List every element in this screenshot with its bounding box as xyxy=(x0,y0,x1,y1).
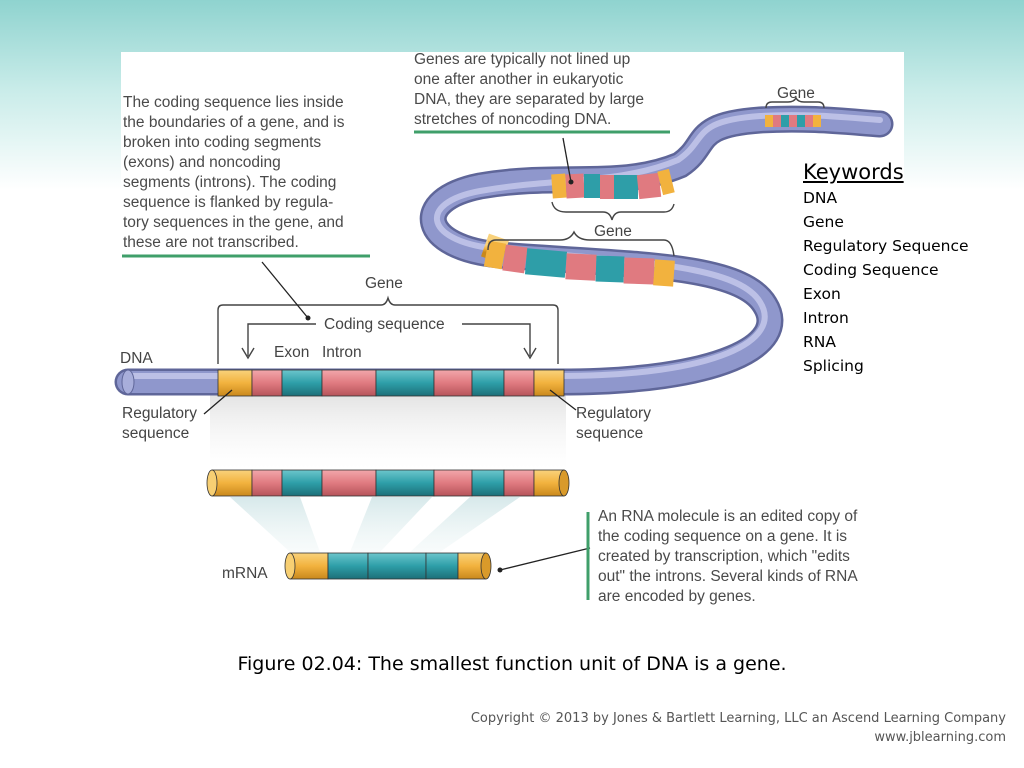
intron-segment xyxy=(251,369,283,397)
intron-segment xyxy=(321,369,377,397)
intron-segment xyxy=(433,369,473,397)
keywords-panel: Keywords DNA Gene Regulatory Sequence Co… xyxy=(803,160,969,378)
keyword-item: Regulatory Sequence xyxy=(803,237,969,255)
note-genes-separated: Genes are typically not lined up one aft… xyxy=(414,51,645,128)
splice-beam xyxy=(350,497,432,552)
regulatory-right-label-1: Regulatory xyxy=(576,405,651,422)
gene-bracket-main xyxy=(217,295,559,364)
gene-bracket-middle xyxy=(487,230,675,257)
leader-lines xyxy=(203,137,591,571)
note-rna-molecule: An RNA molecule is an edited copy of the… xyxy=(598,508,858,605)
regulatory-left-label-1: Regulatory xyxy=(122,405,197,422)
transcription-shade xyxy=(210,384,566,470)
gene-label-middle: Gene xyxy=(594,223,632,240)
keyword-item: Intron xyxy=(803,309,849,327)
gene-segments-main xyxy=(217,369,565,397)
keyword-item: Coding Sequence xyxy=(803,261,939,279)
note-rules xyxy=(122,130,670,600)
exon-segment xyxy=(375,369,435,397)
arrow-left-head xyxy=(241,347,255,360)
regulatory-segment-right xyxy=(533,369,565,397)
gene-label-main: Gene xyxy=(365,275,403,292)
publisher-url: www.jblearning.com xyxy=(874,730,1006,745)
splice-beam xyxy=(410,497,520,552)
exon-segment xyxy=(471,369,505,397)
gene-bracket-upper xyxy=(551,201,675,221)
dna-label: DNA xyxy=(120,350,153,367)
keyword-item: Exon xyxy=(803,285,841,303)
coding-bracket-right xyxy=(462,323,531,356)
coding-bracket-left xyxy=(247,323,316,356)
regulatory-segment-left xyxy=(217,369,253,397)
dna-strand xyxy=(114,105,894,396)
figure-caption: Figure 02.04: The smallest function unit… xyxy=(237,653,787,675)
note-coding-sequence: The coding sequence lies inside the boun… xyxy=(123,94,345,251)
brackets xyxy=(217,96,825,364)
exon-segment xyxy=(281,369,323,397)
copyright-notice: Copyright © 2013 by Jones & Bartlett Lea… xyxy=(471,709,1006,747)
keyword-item: DNA xyxy=(803,189,838,207)
mrna-strand xyxy=(284,552,492,580)
arrow-right-head xyxy=(523,347,537,360)
mrna-label: mRNA xyxy=(222,565,268,582)
keyword-item: RNA xyxy=(803,333,836,351)
gene-segments-top xyxy=(765,115,821,127)
splice-beam xyxy=(230,497,320,552)
exon-label: Exon xyxy=(274,344,309,361)
keywords-title: Keywords xyxy=(803,160,904,184)
keyword-item: Splicing xyxy=(803,357,864,375)
gene-bracket-top xyxy=(765,96,825,109)
coding-sequence-label: Coding sequence xyxy=(324,316,445,333)
pre-mrna xyxy=(206,469,570,497)
regulatory-right-label-2: sequence xyxy=(576,425,643,442)
regulatory-left-label-2: sequence xyxy=(122,425,189,442)
keyword-item: Gene xyxy=(803,213,844,231)
intron-segment xyxy=(503,369,535,397)
copyright-line: Copyright © 2013 by Jones & Bartlett Lea… xyxy=(470,711,1006,726)
gene-label-top: Gene xyxy=(777,85,815,102)
intron-label: Intron xyxy=(322,344,362,361)
